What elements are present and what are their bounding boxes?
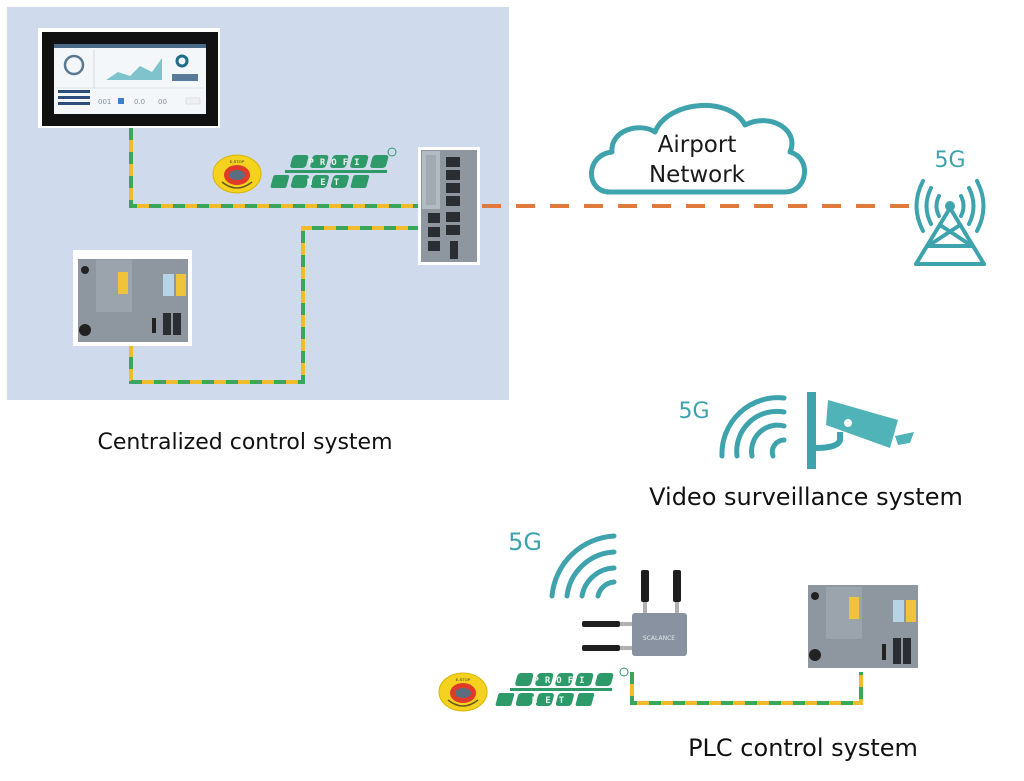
- industrial-5g-router: SCALANCE: [582, 570, 687, 656]
- antenna: [582, 645, 620, 651]
- hmi-touch-panel: 001 0.0 00: [38, 28, 220, 128]
- plc-system-label: PLC control system: [688, 734, 918, 762]
- plc-5g-label: 5G: [508, 528, 542, 556]
- profinet-line1: PROFI: [308, 158, 365, 168]
- cell-tower: 5G: [914, 148, 986, 266]
- plc-controller-central: [73, 250, 192, 346]
- hmi-readout-2: 0.0: [134, 98, 145, 106]
- airport-network-cloud: Airport Network: [589, 103, 808, 195]
- profinet-logo: PROFI NET: [495, 667, 629, 706]
- antenna: [673, 570, 681, 602]
- estop-label: E-STOP: [230, 159, 245, 164]
- antenna: [641, 570, 649, 602]
- video-system-label: Video surveillance system: [649, 483, 963, 511]
- profinet-cable-plc: [630, 672, 863, 705]
- cloud-label-line1: Airport: [658, 132, 737, 158]
- centralized-system-label: Centralized control system: [97, 430, 392, 455]
- router-brand-text: SCALANCE: [643, 635, 675, 642]
- emergency-stop-button: E-STOP: [438, 672, 488, 712]
- cctv-camera-icon: [807, 392, 914, 469]
- gauge-icon: [63, 54, 85, 76]
- profinet-logo: PROFI NET: [270, 147, 397, 188]
- wifi-signal-icon: [549, 533, 617, 599]
- profinet-cables-central: [129, 128, 420, 384]
- plc-controller-remote: [808, 585, 918, 668]
- antenna: [582, 621, 620, 627]
- profinet-line2: NET: [307, 178, 347, 188]
- video-5g-label: 5G: [678, 399, 709, 424]
- wifi-signal-icon: [719, 395, 787, 459]
- hmi-readout-3: 00: [158, 98, 167, 106]
- tower-5g-label: 5G: [934, 148, 965, 173]
- cell-tower-icon: [914, 179, 986, 266]
- emergency-stop-button: E-STOP: [212, 154, 262, 194]
- profinet-line2: NET: [532, 696, 572, 706]
- plc-control-group: 5G SCALANCE: [438, 528, 918, 762]
- cloud-icon: [589, 103, 808, 195]
- industrial-ethernet-switch: [418, 147, 480, 265]
- hmi-readout-1: 001: [98, 98, 111, 106]
- video-surveillance-group: 5G Video surveillance system: [649, 392, 963, 511]
- area-chart-icon: [106, 58, 162, 80]
- estop-label: E-STOP: [456, 677, 471, 682]
- ring-icon: [175, 54, 189, 68]
- profinet-line1: PROFI: [533, 676, 590, 686]
- cloud-label-line2: Network: [649, 162, 746, 188]
